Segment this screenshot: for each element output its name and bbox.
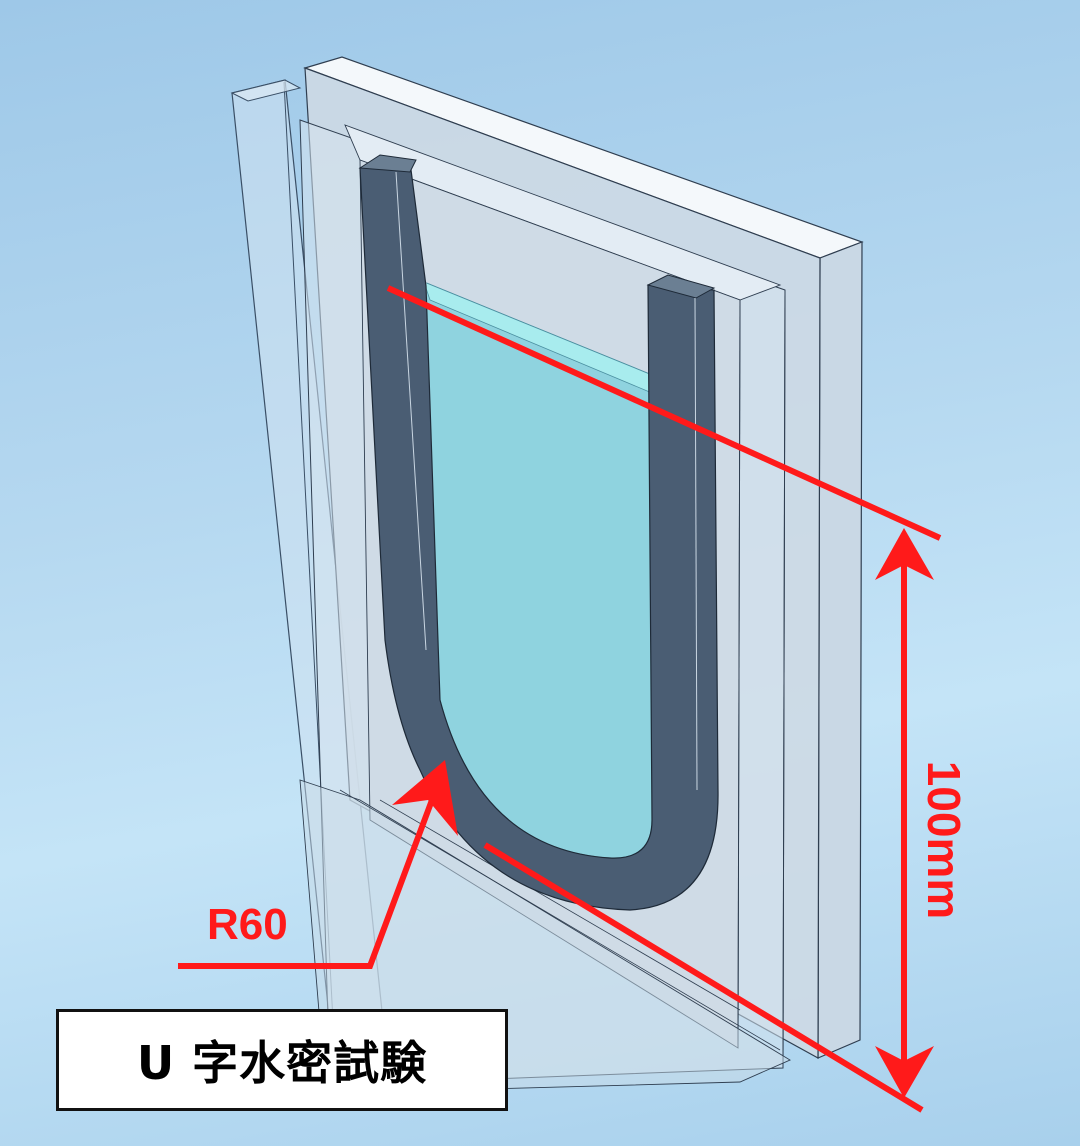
height-label: 100mm [918, 760, 970, 920]
upper-reference-line [386, 285, 942, 541]
radius-arrowhead-icon [392, 760, 458, 836]
radius-leader-line [178, 798, 435, 969]
title-box: U 字水密試験 [56, 1009, 508, 1111]
arrowhead-down-icon [875, 1046, 934, 1098]
lower-reference-line [483, 842, 924, 1113]
u-gasket [358, 154, 719, 911]
radius-label: R60 [207, 900, 288, 949]
dimension-annotations [178, 285, 942, 1113]
diagram-title: U 字水密試験 [136, 1036, 428, 1090]
arrowhead-up-icon [875, 528, 934, 580]
